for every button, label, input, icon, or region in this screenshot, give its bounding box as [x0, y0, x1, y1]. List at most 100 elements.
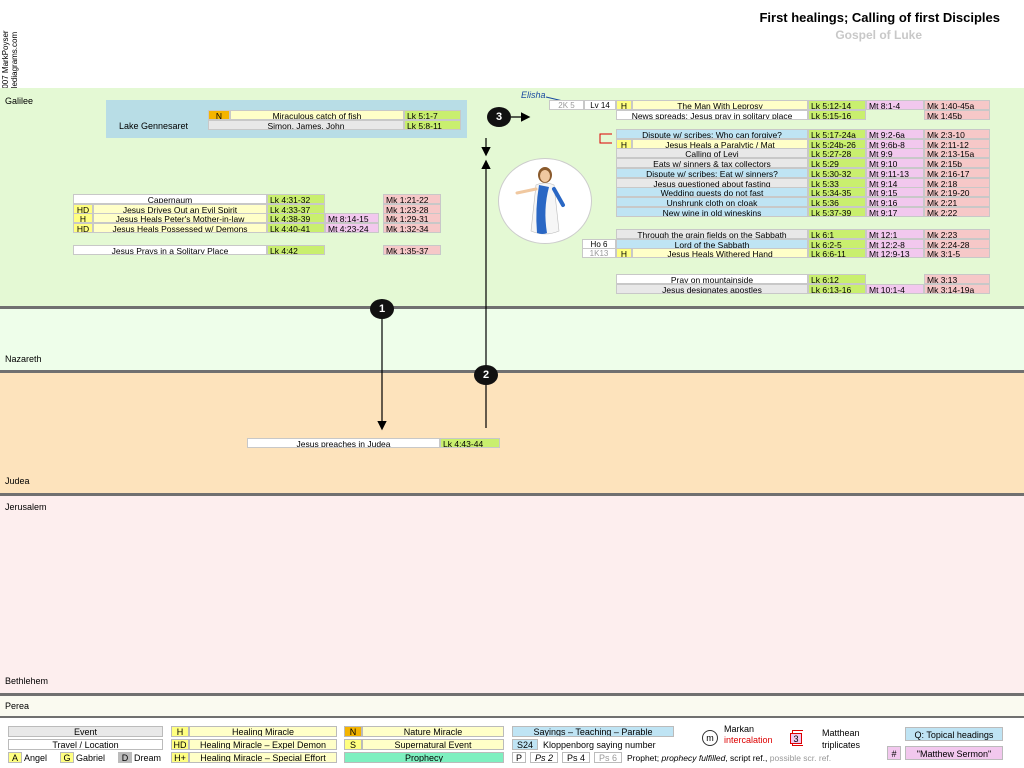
- leprosy-mk: Mk 1:45b: [924, 110, 990, 120]
- sabbath-mk: Mk 3:1-5: [924, 248, 990, 259]
- paralytic-mk: Mk 2:13-15a: [924, 148, 990, 159]
- capernaum-event: Capernaum: [73, 194, 267, 204]
- legend-event: Event: [8, 726, 163, 737]
- marker-1: 1: [370, 299, 394, 319]
- sabbath-event: Through the grain fields on the Sabbath: [616, 229, 808, 239]
- galilee-separator: [0, 306, 1024, 309]
- paralytic-event: Calling of Levi: [616, 148, 808, 159]
- legend-travel: Travel / Location: [8, 739, 163, 750]
- calling-disciples-lk: Lk 5:8-11: [404, 120, 461, 130]
- legend-hp: Healing Miracle – Special Effort: [189, 752, 337, 763]
- legend-triplicates: triplicates: [822, 740, 861, 750]
- legend-ps4: Ps 4: [562, 752, 590, 763]
- apostles-event: Pray on mountainside: [616, 274, 808, 284]
- legend-script-ref: , script ref.,: [725, 753, 768, 763]
- paralytic-mk: Mk 2:15b: [924, 158, 990, 169]
- capernaum-mk: Mk 1:21-22: [383, 194, 441, 204]
- paralytic-lk: Lk 5:36: [808, 196, 866, 207]
- nazareth-band: [0, 309, 1024, 371]
- triplicate-bracket: [599, 133, 612, 144]
- legend: Event Travel / Location A Angel G Gabrie…: [0, 718, 1024, 768]
- capernaum-tag: HD: [73, 222, 93, 233]
- paralytic-mk: Mk 2:3-10: [924, 129, 990, 139]
- leprosy-event: The Man With Leprosy: [632, 100, 808, 110]
- legend-hd: Healing Miracle – Expel Demon: [189, 739, 337, 750]
- judea-preach-event: Jesus preaches in Judea: [247, 438, 440, 448]
- legend-hd-tag: HD: [171, 739, 189, 750]
- prays-mk: Mk 1:35-37: [383, 245, 441, 255]
- legend-n-tag: N: [344, 726, 362, 737]
- legend-s-tag: S: [344, 739, 362, 750]
- prays-event: Jesus Prays in a Solitary Place: [73, 245, 267, 255]
- paralytic-event: Dispute w/ scribes: Eat w/ sinners?: [616, 167, 808, 178]
- legend-dream-tag: D: [118, 752, 132, 763]
- paralytic-lk: Lk 5:27-28: [808, 148, 866, 159]
- legend-prophet: Prophet;: [627, 753, 660, 763]
- paralytic-mt: Mt 9:2-6a: [866, 129, 924, 139]
- legend-sayings: Sayings – Teaching – Parable: [512, 726, 674, 737]
- leprosy-mt: Mt 8:1-4: [866, 100, 924, 110]
- leprosy-lk: Lk 5:12-14: [808, 100, 866, 110]
- page-subtitle: Gospel of Luke: [835, 28, 922, 42]
- paralytic-lk: Lk 5:37-39: [808, 206, 866, 217]
- legend-dream: Dream: [134, 753, 162, 763]
- paralytic-event: New wine in old wineskins: [616, 206, 808, 217]
- legend-hp-tag: H+: [171, 752, 189, 763]
- paralytic-lk: Lk 5:34-35: [808, 187, 866, 198]
- legend-possible: possible scr. ref.: [769, 753, 832, 763]
- paralytic-mt: Mt 9:15: [866, 187, 924, 198]
- capernaum-lk: Lk 4:31-32: [267, 194, 325, 204]
- paralytic-event: Unshrunk cloth on cloak: [616, 196, 808, 207]
- sabbath-mk: Mk 2:23: [924, 229, 990, 239]
- jerusalem-band: [0, 496, 1024, 694]
- sabbath-mk: Mk 2:24-28: [924, 238, 990, 249]
- sabbath-event: Jesus Heals Withered Hand: [632, 248, 808, 259]
- lake-label: Lake Gennesaret: [119, 121, 189, 131]
- legend-gabriel-tag: G: [60, 752, 74, 763]
- marker-2: 2: [474, 365, 498, 385]
- legend-markan: Markan: [724, 724, 755, 734]
- jerusalem-separator: [0, 693, 1024, 696]
- sabbath-ref: Ho 6: [582, 238, 616, 249]
- paralytic-mk: Mk 2:22: [924, 206, 990, 217]
- paralytic-lk: Lk 5:29: [808, 158, 866, 169]
- capernaum-mt: Mt 4:23-24: [325, 222, 379, 233]
- paralytic-lk: Lk 5:33: [808, 177, 866, 188]
- sabbath-event: Lord of the Sabbath: [616, 238, 808, 249]
- region-judea: Judea: [5, 476, 30, 486]
- legend-s24-tag: S24: [512, 739, 538, 750]
- capernaum-mk: Mk 1:29-31: [383, 213, 441, 224]
- legend-ps6: Ps 6: [594, 752, 622, 763]
- paralytic-event: Dispute w/ scribes: Who can forgive?: [616, 129, 808, 139]
- judea-band: [0, 373, 1024, 493]
- paralytic-mk: Mk 2:18: [924, 177, 990, 188]
- legend-prophet-line: Prophet; prophecy fulfilled, script ref.…: [627, 753, 831, 764]
- legend-prophecy: Prophecy: [344, 752, 504, 763]
- leprosy-ref-2k5: 2K 5: [549, 100, 584, 110]
- legend-h: Healing Miracle: [189, 726, 337, 737]
- capernaum-event: Jesus Drives Out an Evil Spirit: [93, 203, 267, 214]
- catch-of-fish-event: Miraculous catch of fish: [230, 110, 404, 120]
- sabbath-lk: Lk 6:6-11: [808, 248, 866, 259]
- paralytic-event: Jesus questioned about fasting: [616, 177, 808, 188]
- apostles-event: Jesus designates apostles: [616, 284, 808, 294]
- judea-separator: [0, 493, 1024, 496]
- sabbath-mt: Mt 12:9-13: [866, 248, 924, 259]
- jesus-figure-icon: [498, 158, 592, 244]
- region-galilee: Galilee: [5, 96, 34, 106]
- capernaum-event: Jesus Heals Peter's Mother-in-law: [93, 213, 267, 224]
- perea-band: [0, 696, 1024, 716]
- legend-matthean: Matthean: [822, 728, 860, 738]
- catch-of-fish-lk: Lk 5:1-7: [404, 110, 461, 120]
- legend-n: Nature Miracle: [362, 726, 504, 737]
- paralytic-mt: Mt 9:6b-8: [866, 138, 924, 149]
- region-nazareth: Nazareth: [5, 354, 42, 364]
- paralytic-lk: Lk 5:30-32: [808, 167, 866, 178]
- prays-lk: Lk 4:42: [267, 245, 325, 255]
- region-perea: Perea: [5, 701, 30, 711]
- paralytic-mk: Mk 2:11-12: [924, 138, 990, 149]
- legend-sermon: "Matthew Sermon": [905, 746, 1003, 760]
- legend-h-tag: H: [171, 726, 189, 737]
- capernaum-lk: Lk 4:38-39: [267, 213, 325, 224]
